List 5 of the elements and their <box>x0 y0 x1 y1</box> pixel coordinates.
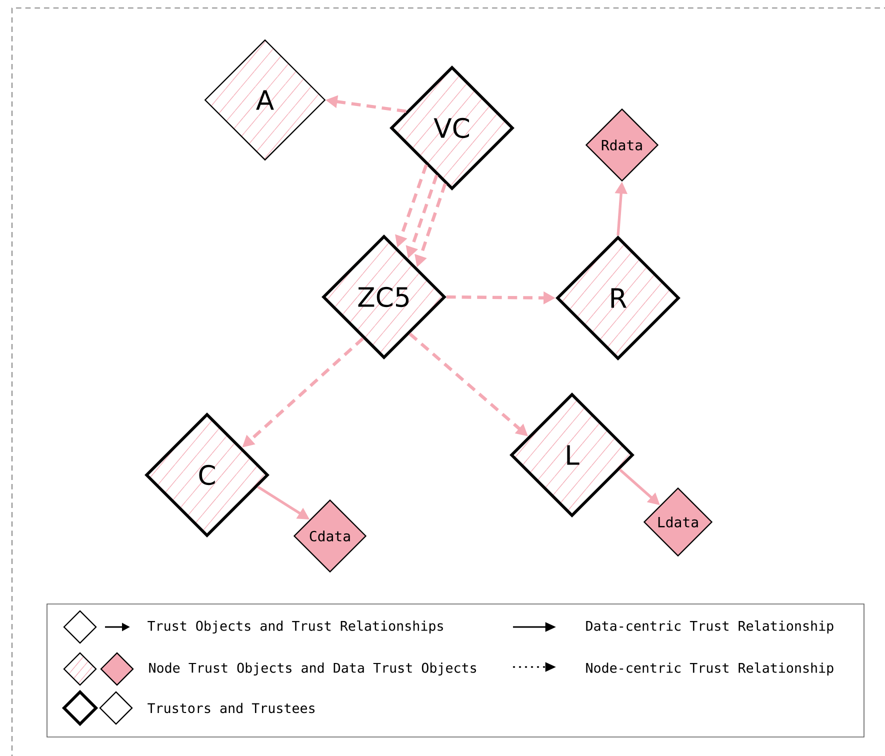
legend-label: Node Trust Objects and Data Trust Objects <box>149 662 476 676</box>
legend-label: Data-centric Trust Relationship <box>586 620 834 634</box>
legend-label: Trust Objects and Trust Relationships <box>148 620 443 634</box>
legend-label: Node-centric Trust Relationship <box>586 662 834 676</box>
legend-label: Trustors and Trustees <box>148 702 315 714</box>
